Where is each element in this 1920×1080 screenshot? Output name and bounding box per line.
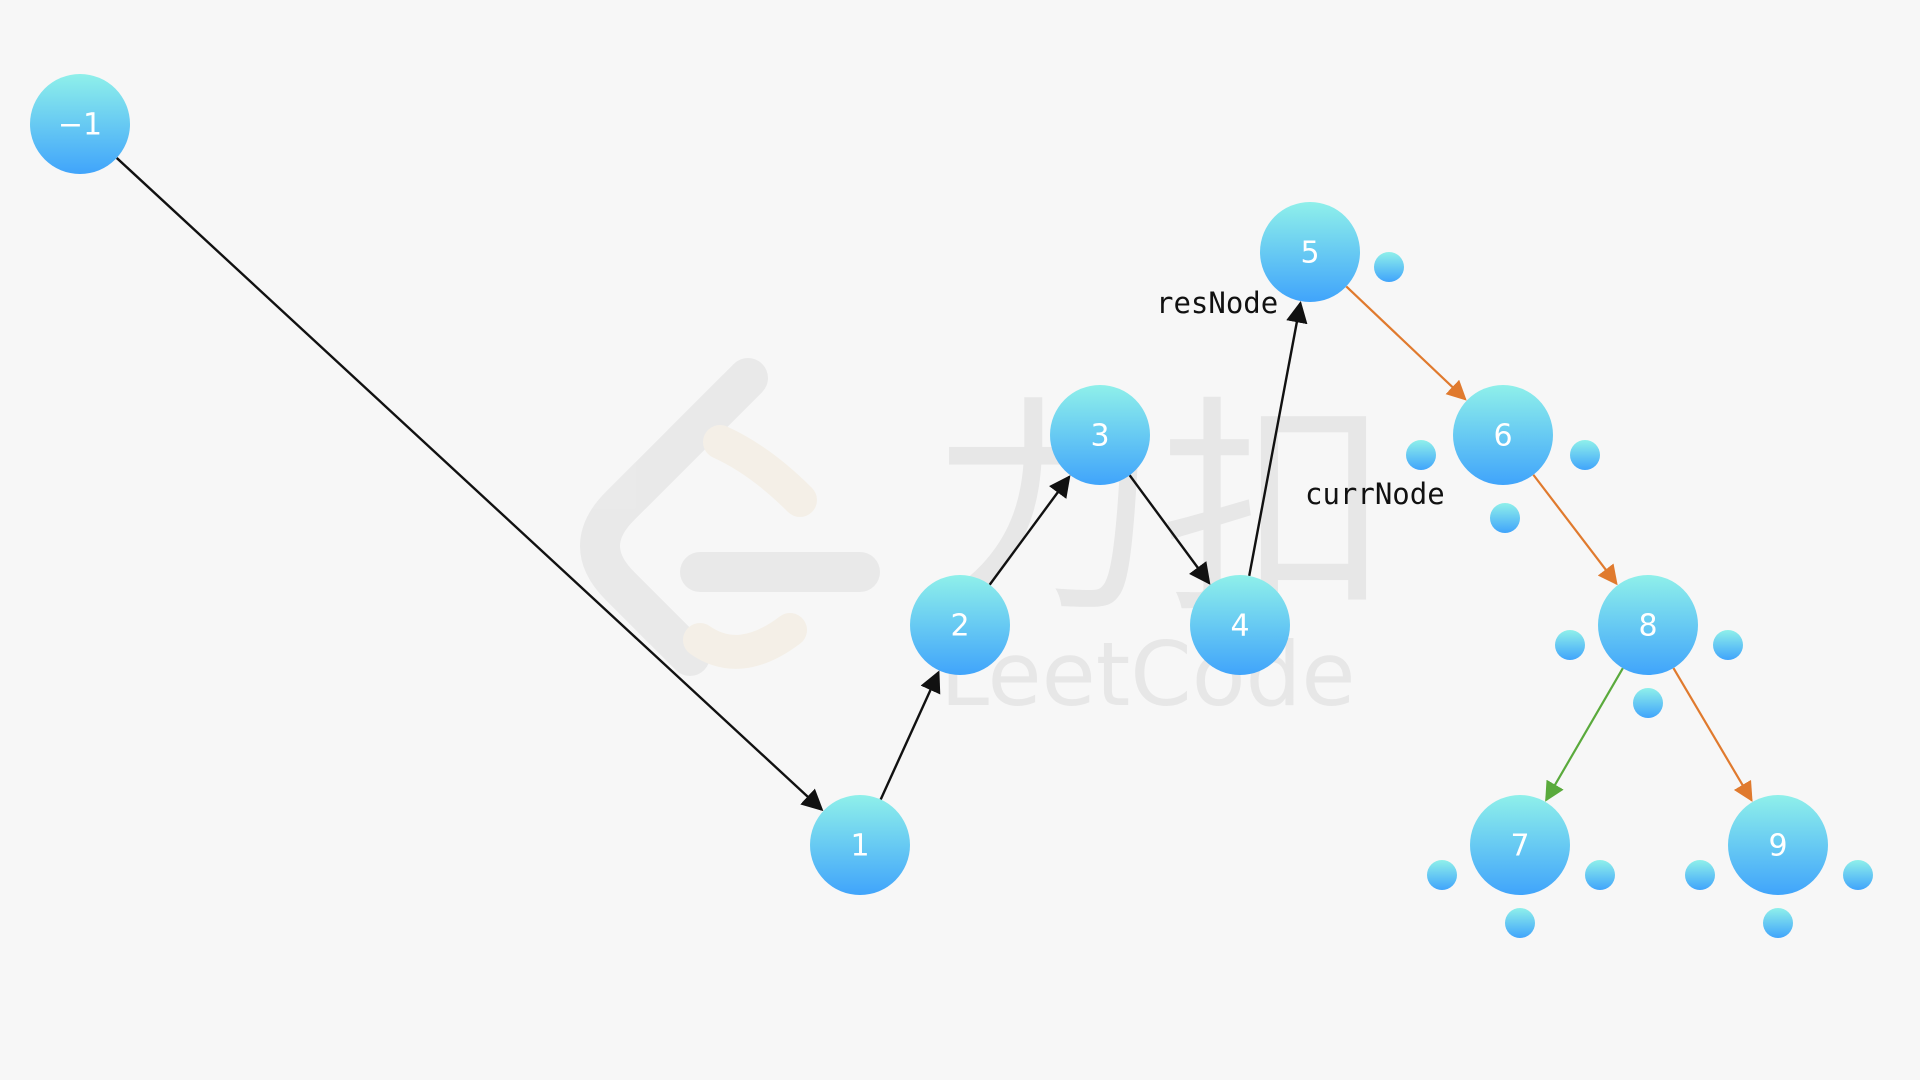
null-child-dot — [1555, 630, 1585, 660]
edge-list-n-1-to-n1 — [115, 157, 824, 812]
null-child-dot — [1505, 908, 1535, 938]
null-child-dots — [1374, 252, 1873, 938]
node-value: 8 — [1638, 609, 1657, 644]
tree-node: 8 — [1598, 575, 1698, 675]
curr-node-pointer-label: currNode — [1305, 477, 1445, 511]
tree-node: −1 — [30, 74, 130, 174]
null-child-dot — [1763, 908, 1793, 938]
node-value: 5 — [1300, 236, 1319, 271]
edge-list-n2-to-n3 — [988, 475, 1071, 586]
tree-node: 2 — [910, 575, 1010, 675]
node-circle — [1470, 795, 1570, 895]
edge-list-n1-to-n2 — [879, 670, 941, 800]
edge-right-child-n8-to-n9 — [1672, 667, 1753, 802]
node-circle — [1050, 385, 1150, 485]
null-child-dot — [1406, 440, 1436, 470]
node-circle — [1598, 575, 1698, 675]
tree-node: 3 — [1050, 385, 1150, 485]
null-child-dot — [1374, 252, 1404, 282]
node-value: 1 — [850, 829, 869, 864]
node-circle — [1190, 575, 1290, 675]
node-circle — [30, 74, 130, 174]
edge-right-child-n5-to-n6 — [1345, 285, 1467, 401]
null-child-dot — [1585, 860, 1615, 890]
edge-list-n3-to-n4 — [1128, 474, 1211, 585]
node-value: 6 — [1493, 419, 1512, 454]
node-layer: −1 1 2 3 4 5 6 8 7 9 — [30, 74, 1828, 895]
tree-node: 1 — [810, 795, 910, 895]
node-value: −1 — [58, 108, 102, 143]
edge-right-child-n6-to-n8 — [1532, 474, 1618, 586]
leetcode-watermark: 力扣 LeetCode — [580, 358, 1390, 726]
tree-node: 9 — [1728, 795, 1828, 895]
leetcode-logo-icon — [580, 358, 880, 676]
edge-layer — [115, 157, 1753, 812]
node-circle — [910, 575, 1010, 675]
node-value: 4 — [1230, 609, 1249, 644]
null-child-dot — [1570, 440, 1600, 470]
null-child-dot — [1427, 860, 1457, 890]
node-value: 3 — [1090, 419, 1109, 454]
tree-node: 4 — [1190, 575, 1290, 675]
tree-node: 6 — [1453, 385, 1553, 485]
null-child-dot — [1685, 860, 1715, 890]
node-circle — [1260, 202, 1360, 302]
node-circle — [1453, 385, 1553, 485]
node-circle — [810, 795, 910, 895]
watermark-brand: 力扣 — [930, 378, 1390, 645]
edge-left-child-n8-to-n7 — [1545, 667, 1624, 802]
null-child-dot — [1843, 860, 1873, 890]
node-value: 2 — [950, 609, 969, 644]
edge-list-n4-to-n5 — [1248, 300, 1308, 577]
tree-node: 7 — [1470, 795, 1570, 895]
null-child-dot — [1490, 503, 1520, 533]
null-child-dot — [1713, 630, 1743, 660]
null-child-dot — [1633, 688, 1663, 718]
tree-node: 5 — [1260, 202, 1360, 302]
res-node-pointer-label: resNode — [1156, 286, 1278, 320]
node-value: 9 — [1768, 829, 1787, 864]
node-value: 7 — [1510, 829, 1529, 864]
node-circle — [1728, 795, 1828, 895]
